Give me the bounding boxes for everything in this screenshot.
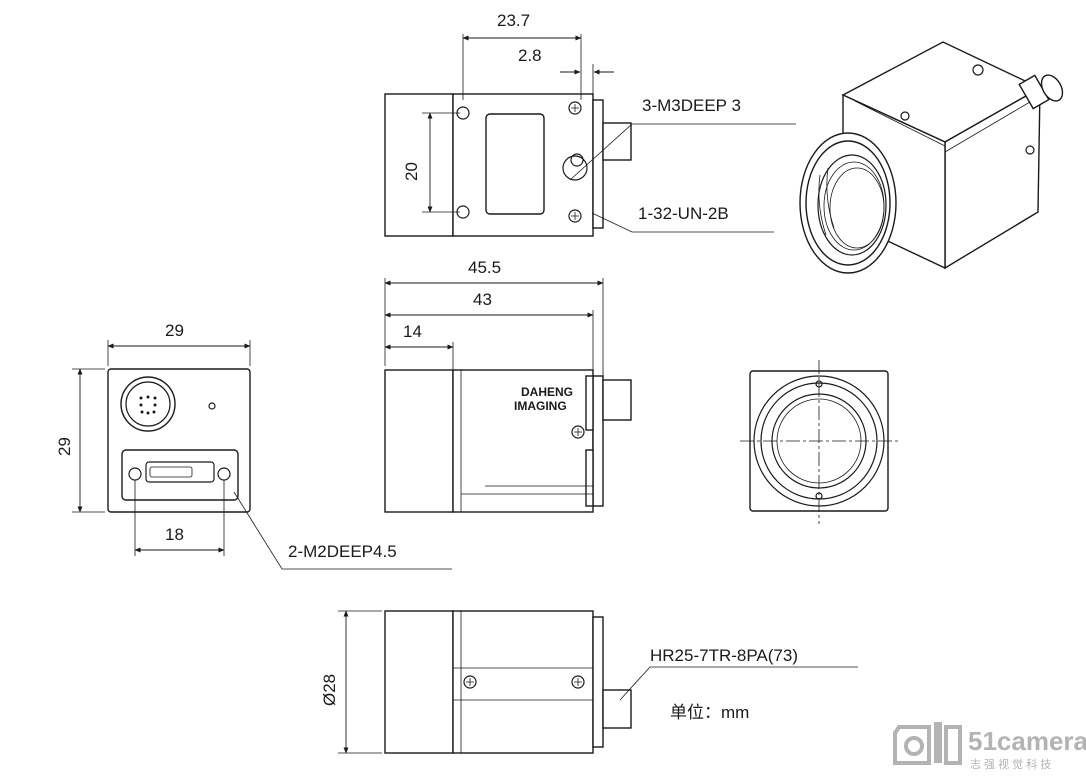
dim-height-top: 20 <box>402 162 421 181</box>
label-mount-thread: 1-32-UN-2B <box>638 204 729 223</box>
connector-icon <box>120 376 176 432</box>
dim-diameter: Ø28 <box>320 674 339 706</box>
dim-rear-hole-spacing: 18 <box>165 525 184 544</box>
dim-rear-width: 29 <box>165 321 184 340</box>
label-connector: HR25-7TR-8PA(73) <box>650 646 798 665</box>
usb-port-icon <box>145 461 215 483</box>
bottom-view <box>338 610 858 754</box>
logo-line1: DAHENG <box>521 385 573 399</box>
screw-icon <box>568 101 582 115</box>
dim-rear-height: 29 <box>55 437 74 456</box>
dim-flange-top: 2.8 <box>518 46 542 65</box>
watermark-brand: 51camera <box>968 726 1086 756</box>
watermark-tagline: 志 强 视 觉 科 技 <box>970 757 1051 771</box>
dim-overall-length: 45.5 <box>468 258 501 277</box>
label-thread-holes-top: 3-M3DEEP 3 <box>642 96 741 115</box>
watermark: 51camera 志 强 视 觉 科 技 <box>893 722 1086 771</box>
side-view: DAHENG IMAGING <box>384 278 632 513</box>
label-unit: 单位：mm <box>670 703 749 722</box>
rear-view <box>72 340 452 570</box>
top-view <box>384 34 796 237</box>
label-rear-holes: 2-M2DEEP4.5 <box>288 542 397 561</box>
front-view <box>740 360 900 524</box>
logo-line2: IMAGING <box>514 399 567 413</box>
dim-body-length: 43 <box>473 290 492 309</box>
daheng-logo: DAHENG IMAGING <box>514 385 573 413</box>
dim-front-length: 14 <box>403 322 422 341</box>
screw-icon <box>571 675 585 689</box>
screw-icon <box>463 675 477 689</box>
screw-icon <box>571 425 585 439</box>
dim-width-top: 23.7 <box>497 11 530 30</box>
isometric-view <box>799 41 1064 274</box>
camera-logo-icon <box>893 722 962 765</box>
screw-icon <box>568 209 582 223</box>
